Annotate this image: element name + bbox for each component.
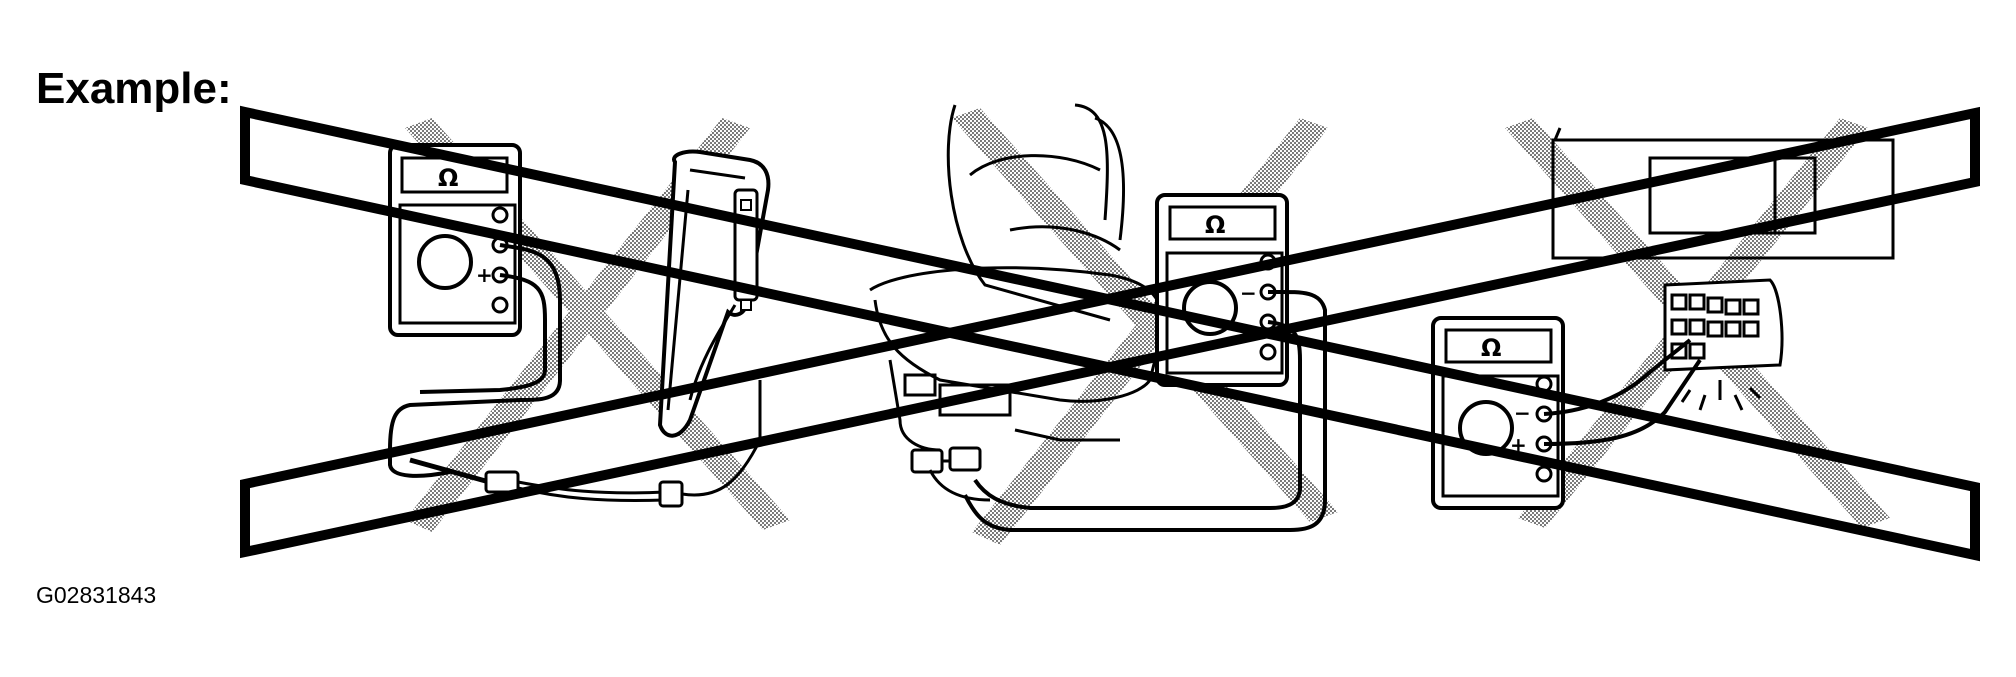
multimeter-3: Ω − + bbox=[1431, 316, 1565, 510]
plus-sign-1: + bbox=[476, 263, 493, 287]
seat-connector bbox=[910, 446, 991, 502]
panel-side-airbag: Ω + bbox=[388, 118, 790, 532]
overall-prohibition-x bbox=[240, 105, 1980, 562]
panel-seat: Ω − bbox=[869, 103, 1338, 545]
figure-id: G02831843 bbox=[36, 582, 157, 608]
module-connector bbox=[1663, 278, 1784, 411]
example-heading: Example: bbox=[36, 64, 232, 113]
ohm-symbol-3: Ω bbox=[1481, 334, 1501, 362]
multimeter-1: Ω + bbox=[388, 143, 522, 337]
test-leads-1 bbox=[388, 243, 562, 478]
minus-sign-3: − bbox=[1514, 401, 1531, 425]
ohm-symbol-2: Ω bbox=[1205, 211, 1225, 239]
ohm-symbol-1: Ω bbox=[438, 164, 458, 192]
minus-sign-2: − bbox=[1240, 281, 1257, 305]
